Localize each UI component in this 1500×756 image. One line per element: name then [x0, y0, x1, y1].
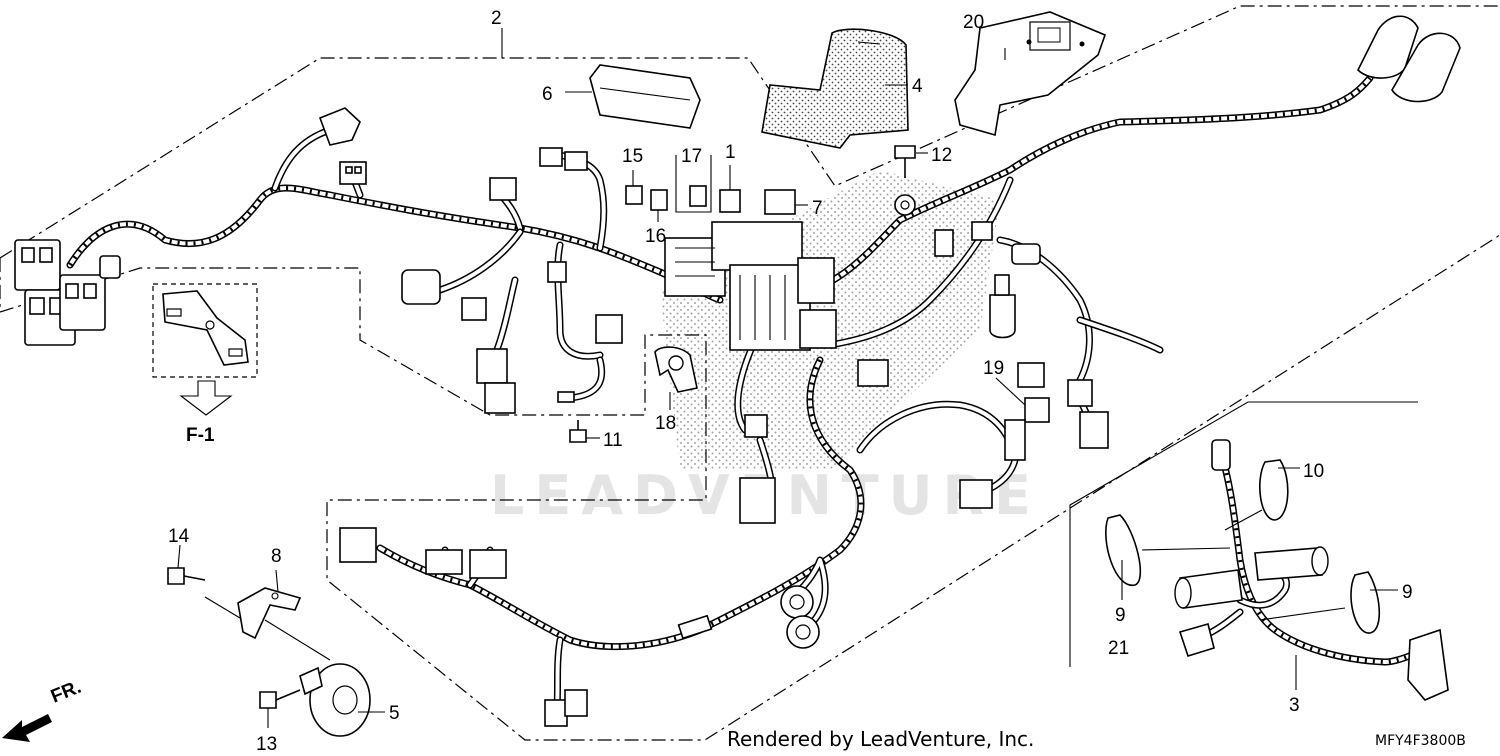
leader-lines: [177, 28, 1398, 728]
callout-11[interactable]: 11: [603, 430, 623, 451]
callout-7[interactable]: 7: [812, 198, 823, 219]
callout-20[interactable]: 20: [963, 12, 984, 33]
band-10-icon: [1259, 459, 1289, 521]
callout-19[interactable]: 19: [983, 358, 1004, 379]
callout-10[interactable]: 10: [1303, 461, 1324, 482]
callout-8[interactable]: 8: [271, 546, 282, 567]
callout-4[interactable]: 4: [912, 76, 923, 97]
footer: Rendered by LeadVenture, Inc. MFY4F3800B: [727, 727, 1466, 751]
callout-15[interactable]: 15: [622, 146, 643, 167]
rendered-by-credit: Rendered by LeadVenture, Inc.: [727, 727, 1034, 751]
arrow-down-icon: [179, 380, 233, 416]
callout-9-right[interactable]: 9: [1402, 582, 1413, 603]
sub-harness-3: [1105, 439, 1449, 701]
band-9-right-icon: [1350, 571, 1381, 634]
callout-17[interactable]: 17: [681, 146, 702, 167]
callout-14[interactable]: 14: [168, 526, 190, 547]
subharness-group-outline: [1069, 401, 1418, 667]
main-harness-connectors: [14, 15, 1461, 727]
callout-18[interactable]: 18: [655, 413, 676, 434]
callout-3[interactable]: 3: [1289, 695, 1300, 716]
harness-group-outline: [0, 5, 1500, 741]
f1-reference-box: [152, 283, 258, 416]
band-9-left-icon: [1105, 514, 1142, 586]
callout-numbers: 2 6 4 20 12 15 17 1 16 7 11 18 19 10 9 9…: [48, 8, 1413, 755]
reference-f1-label[interactable]: F-1: [186, 425, 215, 446]
callout-21[interactable]: 21: [1108, 638, 1129, 659]
front-label: FR.: [48, 677, 84, 708]
callout-12[interactable]: 12: [931, 145, 952, 166]
callout-6[interactable]: 6: [542, 84, 553, 105]
callout-5[interactable]: 5: [389, 703, 400, 724]
diagram-code: MFY4F3800B: [1375, 733, 1466, 749]
callout-16[interactable]: 16: [645, 226, 666, 247]
callout-13[interactable]: 13: [256, 734, 277, 755]
callout-9-left[interactable]: 9: [1115, 605, 1126, 626]
callout-1[interactable]: 1: [725, 142, 736, 163]
callout-2[interactable]: 2: [491, 8, 502, 29]
horn-assembly: [167, 567, 371, 737]
front-arrow-icon: [2, 714, 52, 742]
small-parts: [569, 11, 1107, 443]
